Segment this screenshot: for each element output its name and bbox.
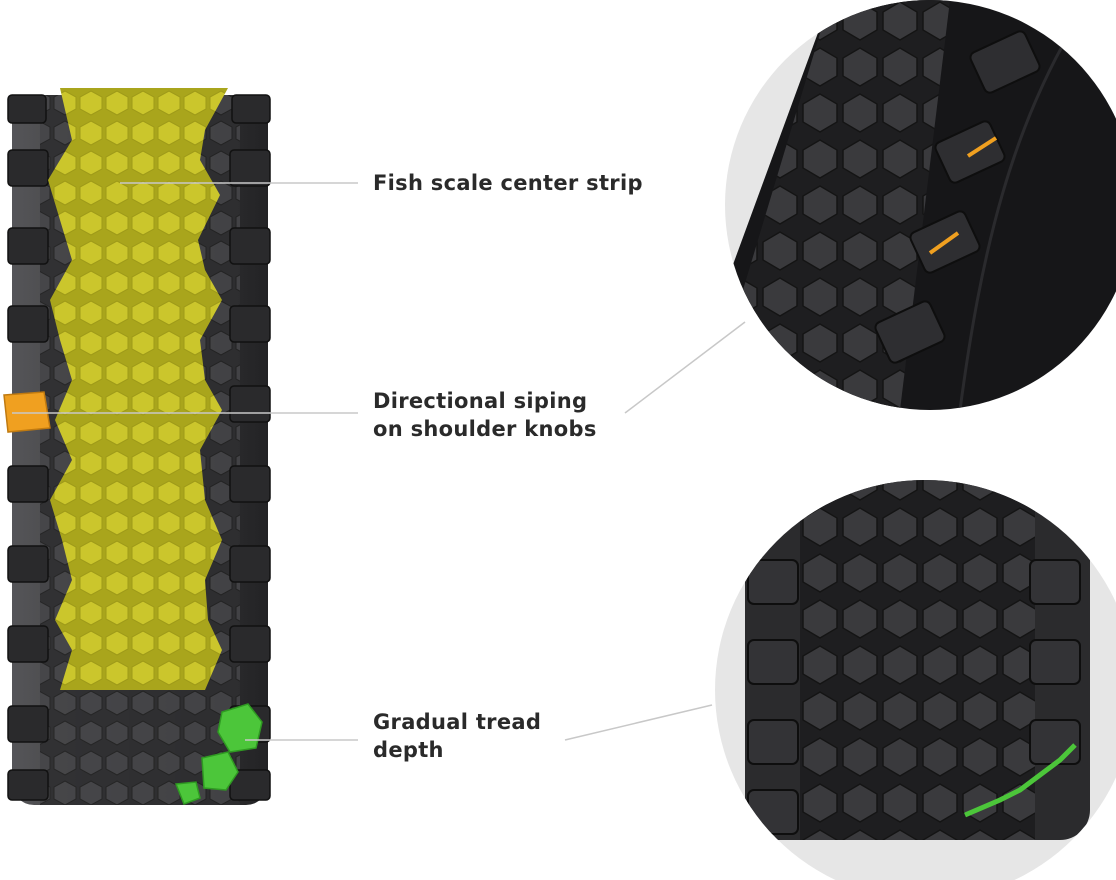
callout-label-line: Gradual tread xyxy=(373,710,542,734)
tread-depth-detail-circle xyxy=(715,480,1116,880)
leader-lines xyxy=(12,182,746,741)
directional-siping-knob xyxy=(3,391,51,433)
fish-scale-center-strip xyxy=(48,88,228,690)
siping-detail-circle xyxy=(725,0,1116,410)
callout-gradual-tread-depth: Gradual tread depth xyxy=(373,708,541,764)
shoulder-knobs xyxy=(7,94,271,801)
callout-label-line: on shoulder knobs xyxy=(373,417,597,441)
callout-label-line: depth xyxy=(373,738,444,762)
callout-directional-siping: Directional siping on shoulder knobs xyxy=(373,387,597,443)
callout-fish-scale-center-strip: Fish scale center strip xyxy=(373,169,643,197)
callout-label-line: Fish scale center strip xyxy=(373,171,643,195)
tire-front-view xyxy=(3,88,271,805)
gradual-tread-depth-highlight xyxy=(174,703,263,805)
callout-label-line: Directional siping xyxy=(373,389,588,413)
